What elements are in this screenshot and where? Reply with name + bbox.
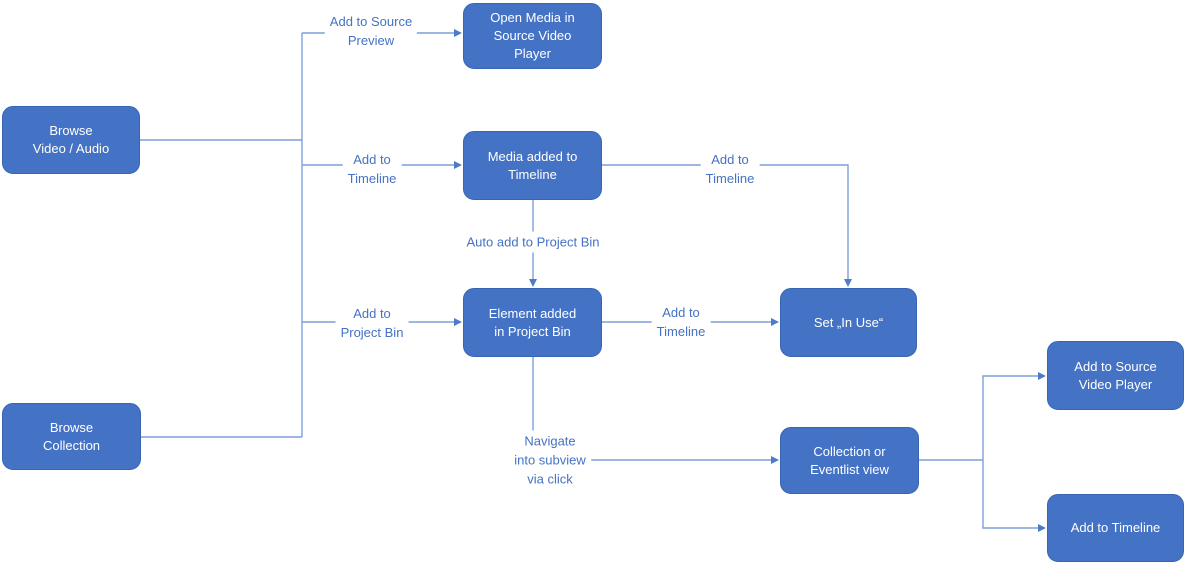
edge-media-to-set-in-use <box>602 164 849 279</box>
node-browse-video-audio: Browse Video / Audio <box>2 106 140 174</box>
arrowhead-auto-add <box>529 279 537 287</box>
node-add-to-source-video-player: Add to Source Video Player <box>1047 341 1184 410</box>
node-add-to-timeline: Add to Timeline <box>1047 494 1184 562</box>
node-media-added-to-timeline: Media added to Timeline <box>463 131 602 200</box>
node-set-in-use: Set „In Use“ <box>780 288 917 357</box>
edge-label-auto-add-to-project-bin: Auto add to Project Bin <box>461 231 605 253</box>
node-browse-collection: Browse Collection <box>2 403 141 470</box>
edge-label-add-to-timeline-1: Add to Timeline <box>342 149 402 189</box>
arrowhead-set-in-use-left <box>771 318 779 326</box>
edge-split-to-source-player <box>982 375 1038 460</box>
arrowhead-open-media <box>454 29 462 37</box>
edge-label-navigate-into-subview: Navigate into subview via click <box>509 430 591 490</box>
node-collection-or-eventlist-view: Collection or Eventlist view <box>780 427 919 494</box>
arrowhead-media-added <box>454 161 462 169</box>
edge-label-add-to-source-preview: Add to Source Preview <box>324 11 418 51</box>
arrowhead-element-added <box>454 318 462 326</box>
edge-label-add-to-timeline-3: Add to Timeline <box>651 302 711 342</box>
edge-label-add-to-project-bin: Add to Project Bin <box>335 303 409 343</box>
node-open-media-in-source-video-player: Open Media in Source Video Player <box>463 3 602 69</box>
edge-label-add-to-timeline-2: Add to Timeline <box>700 149 760 189</box>
arrowhead-add-timeline-right <box>1038 524 1046 532</box>
edge-split-to-timeline <box>982 460 1038 529</box>
arrowhead-collection-view <box>771 456 779 464</box>
node-element-added-in-project-bin: Element added in Project Bin <box>463 288 602 357</box>
arrowhead-add-source-player <box>1038 372 1046 380</box>
arrowhead-set-in-use-top <box>844 279 852 287</box>
